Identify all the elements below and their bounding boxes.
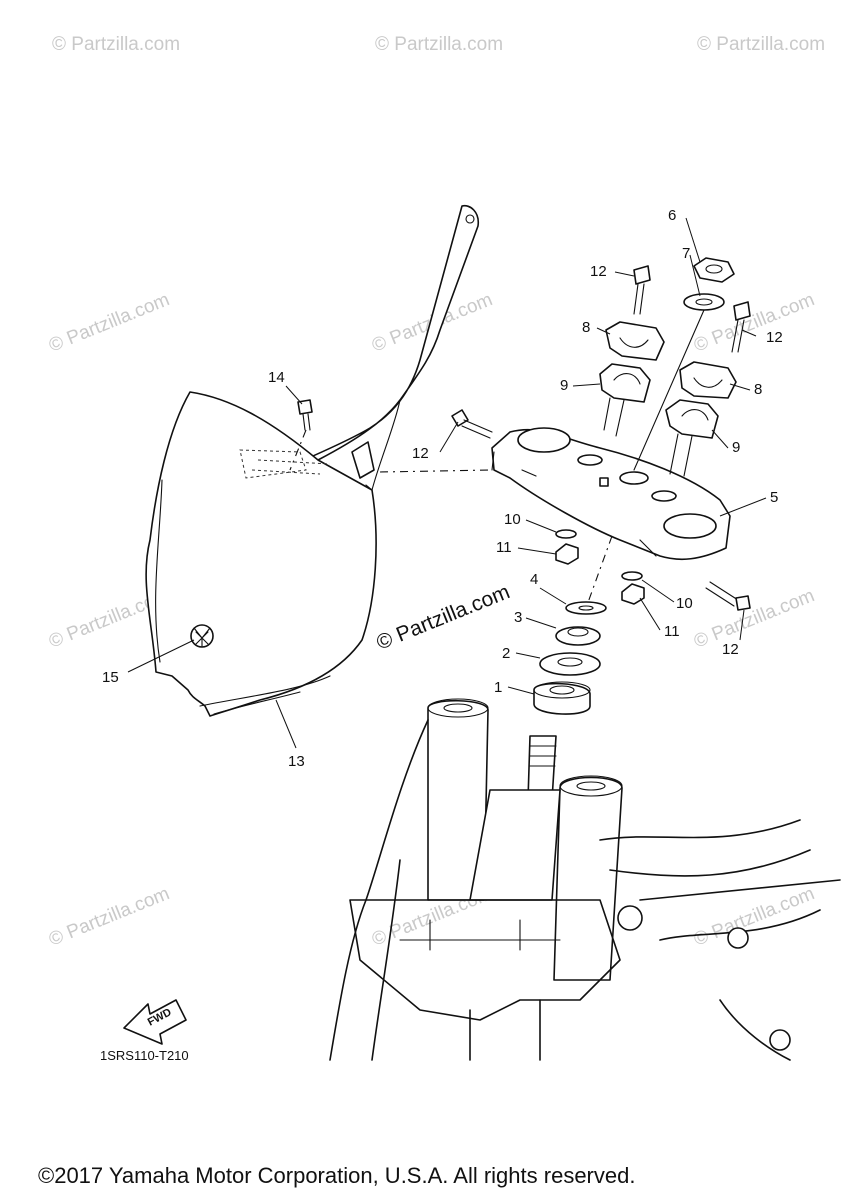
watermark: © Partzilla.com — [691, 585, 818, 652]
callout-11-right: 11 — [664, 623, 680, 640]
callout-12-left: 12 — [412, 445, 429, 462]
handlebar-holder-lower-right — [665, 399, 719, 477]
handlebar-holder-lower-left — [599, 363, 651, 437]
callout-3: 3 — [514, 609, 522, 626]
fork-clamp-right — [663, 513, 717, 539]
callout-5: 5 — [770, 489, 778, 506]
callout-7: 7 — [682, 245, 690, 262]
watermark: © Partzilla.com — [375, 34, 503, 55]
bearing-cover — [539, 652, 601, 676]
callout-14: 14 — [268, 369, 285, 386]
handlebar-holder-upper-left — [605, 321, 665, 361]
center-watermark: © Partzilla.com — [373, 580, 513, 654]
watermark: © Partzilla.com — [697, 34, 825, 55]
handlebar-holder-upper-right — [679, 361, 737, 399]
callout-9-left: 9 — [560, 377, 568, 394]
front-fork-and-frame — [329, 698, 841, 1061]
diagram-code: 1SRS110-T210 — [100, 1048, 189, 1063]
callout-10-right: 10 — [676, 595, 693, 612]
forward-arrow-icon: FWD — [123, 999, 187, 1045]
callout-8-left: 8 — [582, 319, 590, 336]
bearing — [533, 681, 591, 715]
callout-11-left: 11 — [496, 539, 512, 556]
watermark: © Partzilla.com — [52, 34, 180, 55]
bracket-bolt-right — [705, 581, 751, 611]
ring-nut — [555, 626, 601, 646]
damper-nut-right — [621, 583, 645, 605]
holder-bolt-left — [633, 265, 651, 315]
upper-bracket — [491, 427, 731, 561]
callout-12-top: 12 — [590, 263, 607, 280]
callout-numbers: 6 7 12 8 9 12 8 9 12 5 10 11 10 11 12 4 … — [102, 207, 783, 770]
callout-12-right: 12 — [766, 329, 783, 346]
holder-bolt-right — [731, 301, 751, 353]
stem-washer — [683, 293, 725, 311]
stay-bolt-hole — [465, 214, 475, 224]
damper-washer-left — [555, 529, 577, 539]
callout-12-lower: 12 — [722, 641, 739, 658]
damper-nut-left — [555, 543, 579, 565]
watermark: © Partzilla.com — [46, 883, 173, 950]
callout-6: 6 — [668, 207, 676, 224]
damper-washer-right — [621, 571, 643, 581]
stem-nut — [693, 257, 735, 283]
callout-15: 15 — [102, 669, 119, 686]
callout-9-right: 9 — [732, 439, 740, 456]
watermark: © Partzilla.com — [46, 289, 173, 356]
callout-8-right: 8 — [754, 381, 762, 398]
stay-bracket — [351, 441, 375, 479]
leader-lines — [127, 217, 767, 749]
copyright-notice: ©2017 Yamaha Motor Corporation, U.S.A. A… — [38, 1163, 635, 1188]
callout-4: 4 — [530, 571, 538, 588]
bracket-bolt-left — [451, 409, 493, 439]
callout-2: 2 — [502, 645, 510, 662]
number-plate — [145, 204, 480, 717]
fork-clamp-left — [517, 427, 571, 453]
callout-1: 1 — [494, 679, 502, 696]
callout-13: 13 — [288, 753, 305, 770]
stem-washer-lower — [565, 601, 607, 615]
callout-10-left: 10 — [504, 511, 521, 528]
